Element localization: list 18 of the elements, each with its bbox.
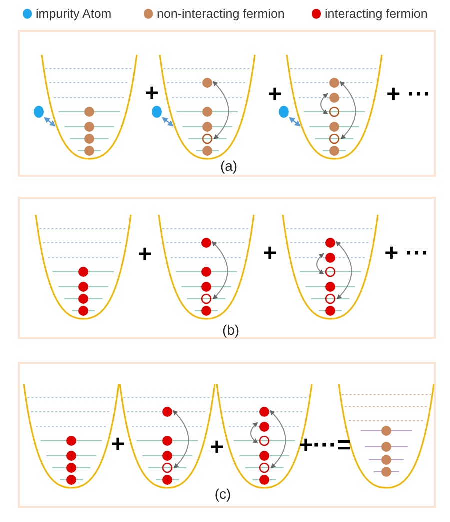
legend-label: non-interacting fermion — [157, 6, 285, 22]
panel — [18, 197, 436, 339]
panel-label: (b) — [222, 321, 240, 339]
operator-label: + — [138, 242, 152, 268]
panel-label: (c) — [214, 485, 232, 503]
operator-label: + — [263, 241, 277, 267]
operator-label: + — [111, 432, 125, 458]
legend-label: impurity Atom — [36, 6, 112, 22]
operator-label: + ··· — [384, 241, 430, 267]
operator-label: + — [210, 435, 224, 461]
panel — [18, 362, 436, 508]
panel-label: (a) — [220, 157, 238, 175]
operator-label: +···= — [299, 433, 351, 459]
legend-label: interacting fermion — [325, 6, 428, 22]
operator-label: + ··· — [386, 82, 432, 108]
operator-label: + — [268, 82, 282, 108]
panel — [18, 30, 436, 177]
operator-label: + — [145, 81, 159, 107]
